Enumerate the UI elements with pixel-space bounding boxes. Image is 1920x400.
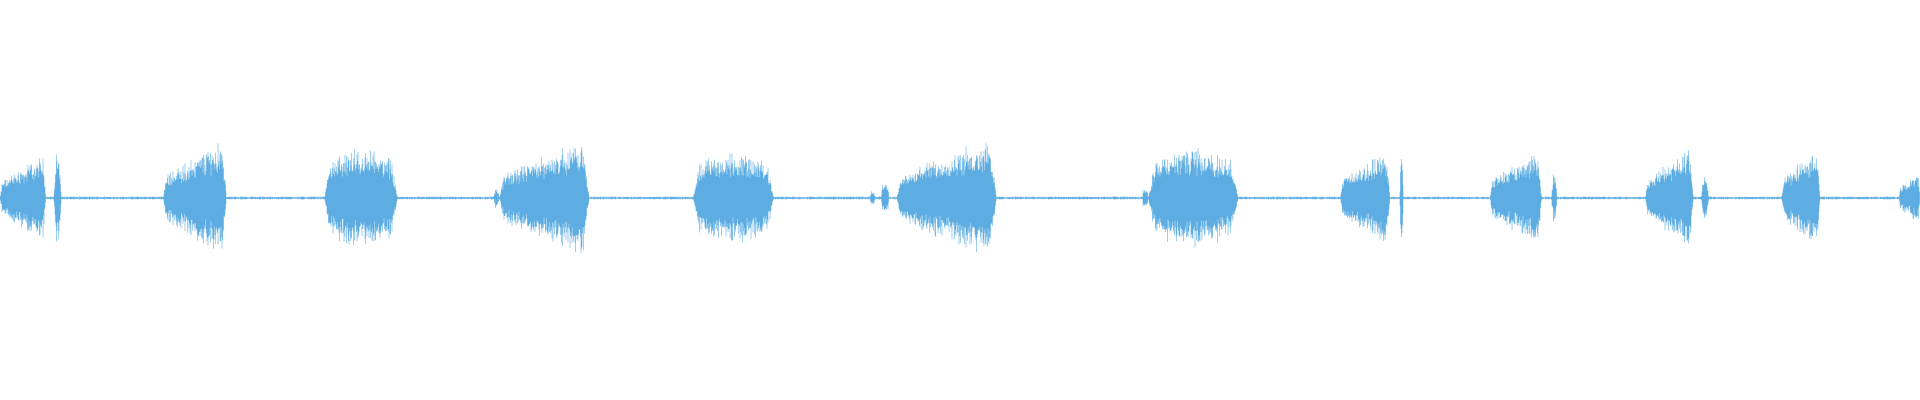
waveform-samples bbox=[0, 143, 1920, 254]
